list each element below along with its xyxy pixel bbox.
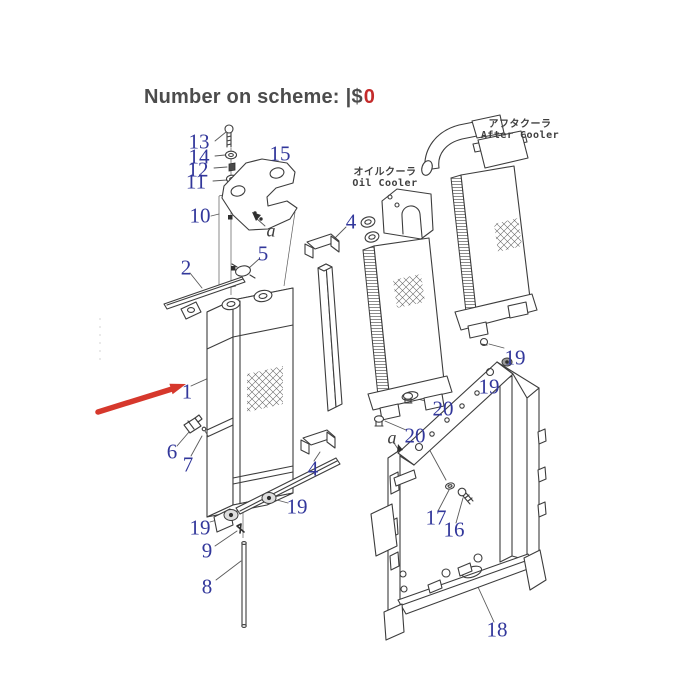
plug-6-pin-7 — [183, 414, 209, 437]
oil-cooler-caption-jp: オイルクーラ — [353, 167, 417, 178]
scheme-title: Number on scheme:|$0 — [144, 86, 375, 109]
radiator-1 — [180, 287, 341, 533]
radiator-fin-grid — [247, 366, 283, 412]
after-cooler-caption-en: After Cooler — [480, 130, 560, 141]
washer-17-bolt-16 — [445, 482, 474, 505]
detail-label-a-lower: a — [387, 427, 397, 448]
red-pointer-arrow — [95, 383, 186, 415]
scheme-code-prefix: |$ — [345, 86, 363, 108]
grommets-19-pin-9-rod-8 — [223, 492, 277, 628]
a-arrow-upper — [252, 212, 266, 227]
a-arrow-lower — [393, 442, 403, 452]
after-cooler-caption-jp: アフタクーラ — [488, 119, 552, 130]
rod-2 — [163, 276, 246, 310]
after-cooler — [421, 114, 538, 347]
sponge-seal-bar — [317, 263, 343, 412]
clamp-4-top — [304, 233, 340, 259]
oil-cooler-caption-en: Oil Cooler — [352, 178, 418, 189]
clamp-4-bottom — [300, 429, 336, 455]
frame-18 — [370, 357, 547, 641]
oil-cooler-caption: オイルクーラ Oil Cooler — [352, 167, 417, 189]
after-cooler-caption: アフタクーラ After Cooler — [481, 119, 559, 141]
nuts-20 — [373, 392, 414, 427]
scheme-code-value: 0 — [363, 86, 376, 108]
scheme-title-text: Number on scheme: — [144, 86, 340, 108]
oil-cooler — [360, 188, 453, 421]
clamp-5 — [231, 263, 256, 279]
detail-label-a-upper: a — [266, 220, 276, 241]
bracket-15 — [221, 158, 298, 231]
